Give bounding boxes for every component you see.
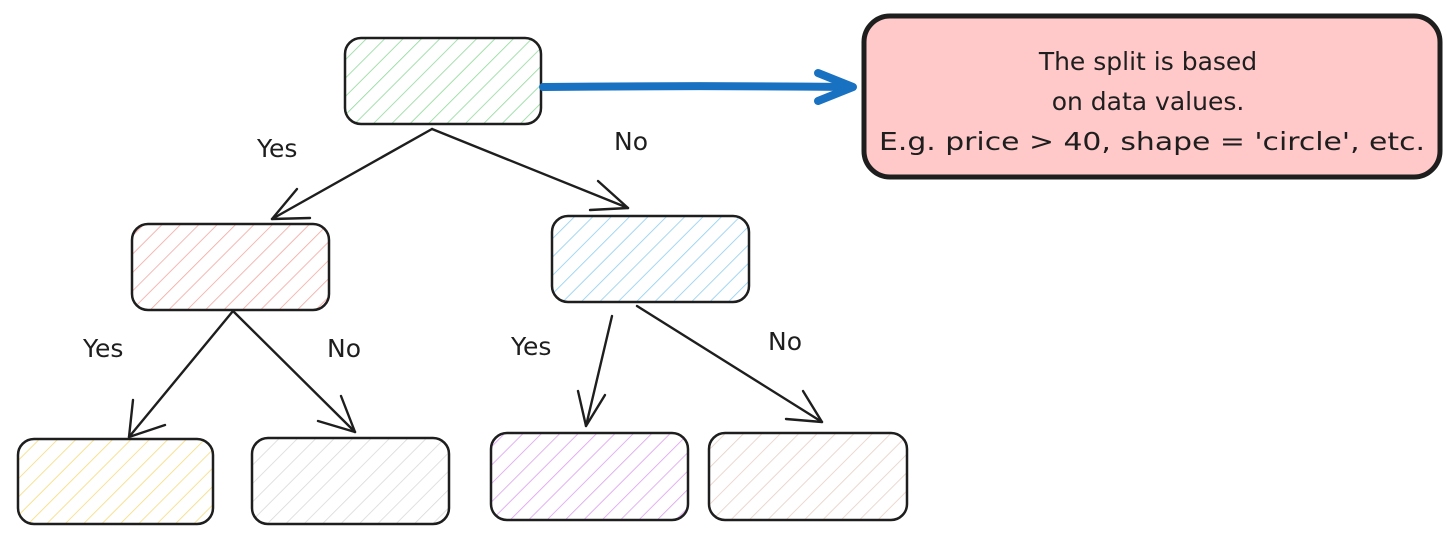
root-node <box>343 36 543 126</box>
tree-nodes <box>16 36 909 526</box>
edge-right-rightleaf <box>635 304 824 424</box>
leaf-node-right-left <box>489 431 690 522</box>
leaf-node-left-right <box>250 436 451 526</box>
callout-line-2: on data values. <box>1052 87 1245 116</box>
right-child-node <box>550 214 751 304</box>
edge-label-right-yes: Yes <box>510 332 551 361</box>
callout-connector-arrow <box>539 69 857 105</box>
callout-line-1: The split is based <box>1038 47 1257 76</box>
edge-right-leftleaf <box>576 314 614 428</box>
edge-root-right <box>430 127 630 212</box>
edge-label-root-no: No <box>614 127 648 156</box>
callout-line-3: E.g. price > 40, shape = 'circle', etc. <box>879 127 1425 156</box>
edge-label-left-yes: Yes <box>82 334 123 363</box>
leaf-node-right-right <box>707 431 909 522</box>
edge-left-leftleaf <box>127 309 235 439</box>
edge-left-rightleaf <box>231 309 357 434</box>
edge-label-right-no: No <box>768 327 802 356</box>
leaf-node-left-left <box>16 437 215 526</box>
edge-root-left <box>270 127 434 221</box>
edge-labels: Yes No Yes No Yes No <box>82 127 802 363</box>
callout: The split is based on data values. E.g. … <box>861 13 1443 180</box>
left-child-node <box>130 222 331 312</box>
callout-box <box>861 13 1443 180</box>
edge-label-left-no: No <box>327 334 361 363</box>
tree-edges <box>127 127 824 439</box>
edge-label-root-yes: Yes <box>256 134 297 163</box>
